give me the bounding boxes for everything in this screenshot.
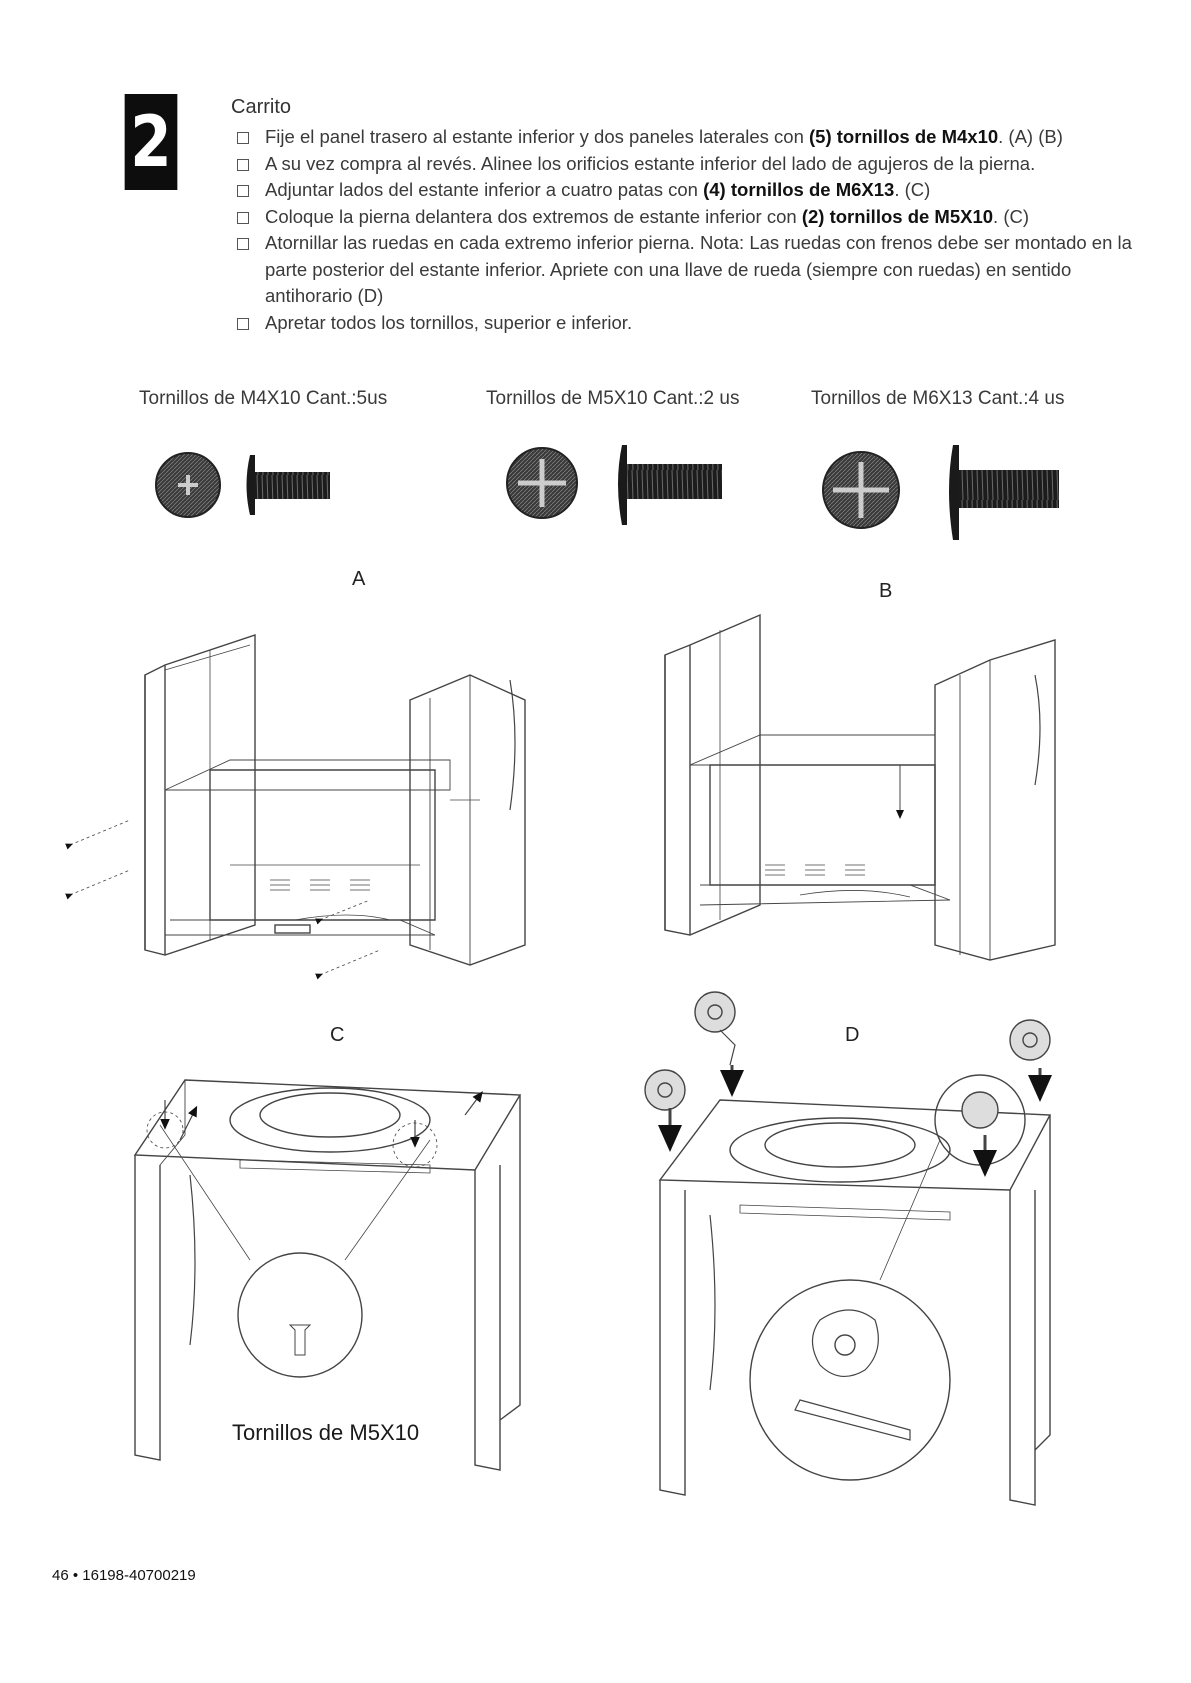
figure-d-caster-install	[644, 991, 1052, 1506]
section-title: Carrito	[231, 96, 292, 118]
screw-caption-m5x10: Tornillos de M5X10 Cant.:2 us	[486, 388, 740, 409]
screw-caption-m6x13: Tornillos de M6X13 Cant.:4 us	[811, 388, 1065, 409]
instruction-list: Fije el panel trasero al estante inferio…	[231, 124, 1151, 336]
instruction-highlight: (2) tornillos de M5X10	[801, 205, 994, 227]
instruction-text: Atornillar las ruedas en cada extremo in…	[265, 232, 1132, 306]
caster-wheel-icon	[1009, 1019, 1051, 1061]
instruction-highlight: (4) tornillos de M6X13	[703, 179, 895, 200]
instruction-item: Apretar todos los tornillos, superior e …	[231, 310, 1151, 337]
instruction-item: Atornillar las ruedas en cada extremo in…	[231, 230, 1151, 310]
figure-c-cart-frame	[133, 1079, 522, 1471]
figure-label-b: B	[879, 580, 893, 602]
screw-side-icon	[949, 445, 959, 540]
instruction-item: Coloque la pierna delantera dos extremos…	[231, 204, 1151, 231]
instruction-text: Coloque la pierna delantera dos extremos…	[265, 205, 802, 227]
figure-c-detail-caption: Tornillos de M5X10	[232, 1420, 420, 1445]
instruction-item: Fije el panel trasero al estante inferio…	[231, 124, 1151, 151]
instruction-item: A su vez compra al revés. Alinee los ori…	[231, 151, 1151, 178]
page-footer: 46 • 16198-40700219	[52, 1567, 196, 1584]
instruction-text: Apretar todos los tornillos, superior e …	[265, 311, 633, 333]
instruction-text: A su vez compra al revés. Alinee los ori…	[265, 152, 1036, 174]
figure-label-c: C	[330, 1024, 345, 1046]
step-number-badge: 2	[124, 94, 178, 190]
figure-b-cart-frame	[664, 613, 1056, 961]
screw-caption-m4x10: Tornillos de M4X10 Cant.:5us	[139, 388, 388, 409]
caster-wheel-icon	[644, 1069, 686, 1111]
screw-side-icon	[246, 455, 255, 515]
caster-wheel-icon	[694, 991, 736, 1033]
figure-a-cart-frame	[65, 634, 526, 980]
screw-side-icon	[618, 445, 627, 525]
instruction-text: . (C)	[894, 179, 931, 200]
screw-m6x13-illustration	[822, 445, 1059, 540]
caster-wheel-icon	[961, 1091, 999, 1129]
screw-m5x10-illustration	[506, 445, 722, 525]
instructions: Carrito Fije el panel trasero al estante…	[231, 96, 1151, 336]
instruction-highlight: (5) tornillos de M4x10	[809, 126, 999, 147]
instruction-text: Adjuntar lados del estante inferior a cu…	[265, 179, 704, 200]
figure-label-a: A	[352, 568, 366, 590]
screw-m4x10-illustration	[155, 452, 330, 518]
instruction-text: Fije el panel trasero al estante inferio…	[265, 126, 809, 147]
instruction-item: Adjuntar lados del estante inferior a cu…	[231, 177, 1151, 204]
figure-label-d: D	[845, 1024, 860, 1046]
instruction-text: . (C)	[993, 205, 1030, 227]
instruction-text: . (A) (B)	[998, 126, 1063, 147]
